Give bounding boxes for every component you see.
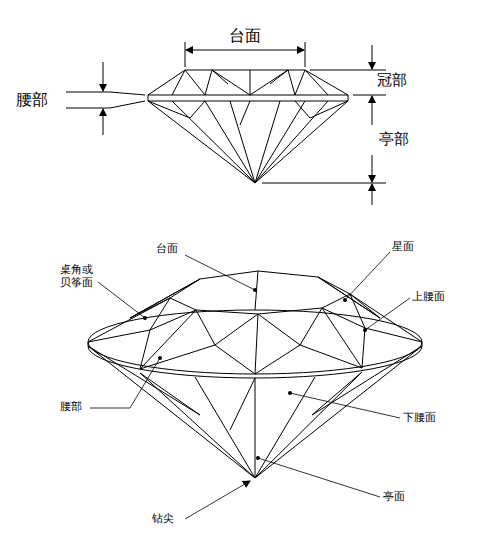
side-view [148,70,348,183]
lower-girdle-label: 下腰面 [403,411,436,424]
girdle-label: 腰部 [16,90,48,109]
girdle-label: 腰部 [60,400,82,413]
table-label: 台面 [229,26,261,45]
upper-girdle-label: 上腰面 [412,290,445,303]
table-label: 台面 [156,242,178,255]
crown-label: 冠部 [377,71,407,89]
star-facet-label: 星面 [392,240,414,253]
perspective-view [88,271,422,478]
dimension-lines [66,42,386,205]
culet-label: 钻尖 [152,512,174,525]
pavilion-facet-label: 亭面 [383,490,405,503]
leader-dots [143,288,367,460]
pavilion-label: 亭部 [379,130,409,148]
leader-lines [90,252,410,519]
kite-facet-label: 桌角或 贝筝面 [60,263,96,289]
